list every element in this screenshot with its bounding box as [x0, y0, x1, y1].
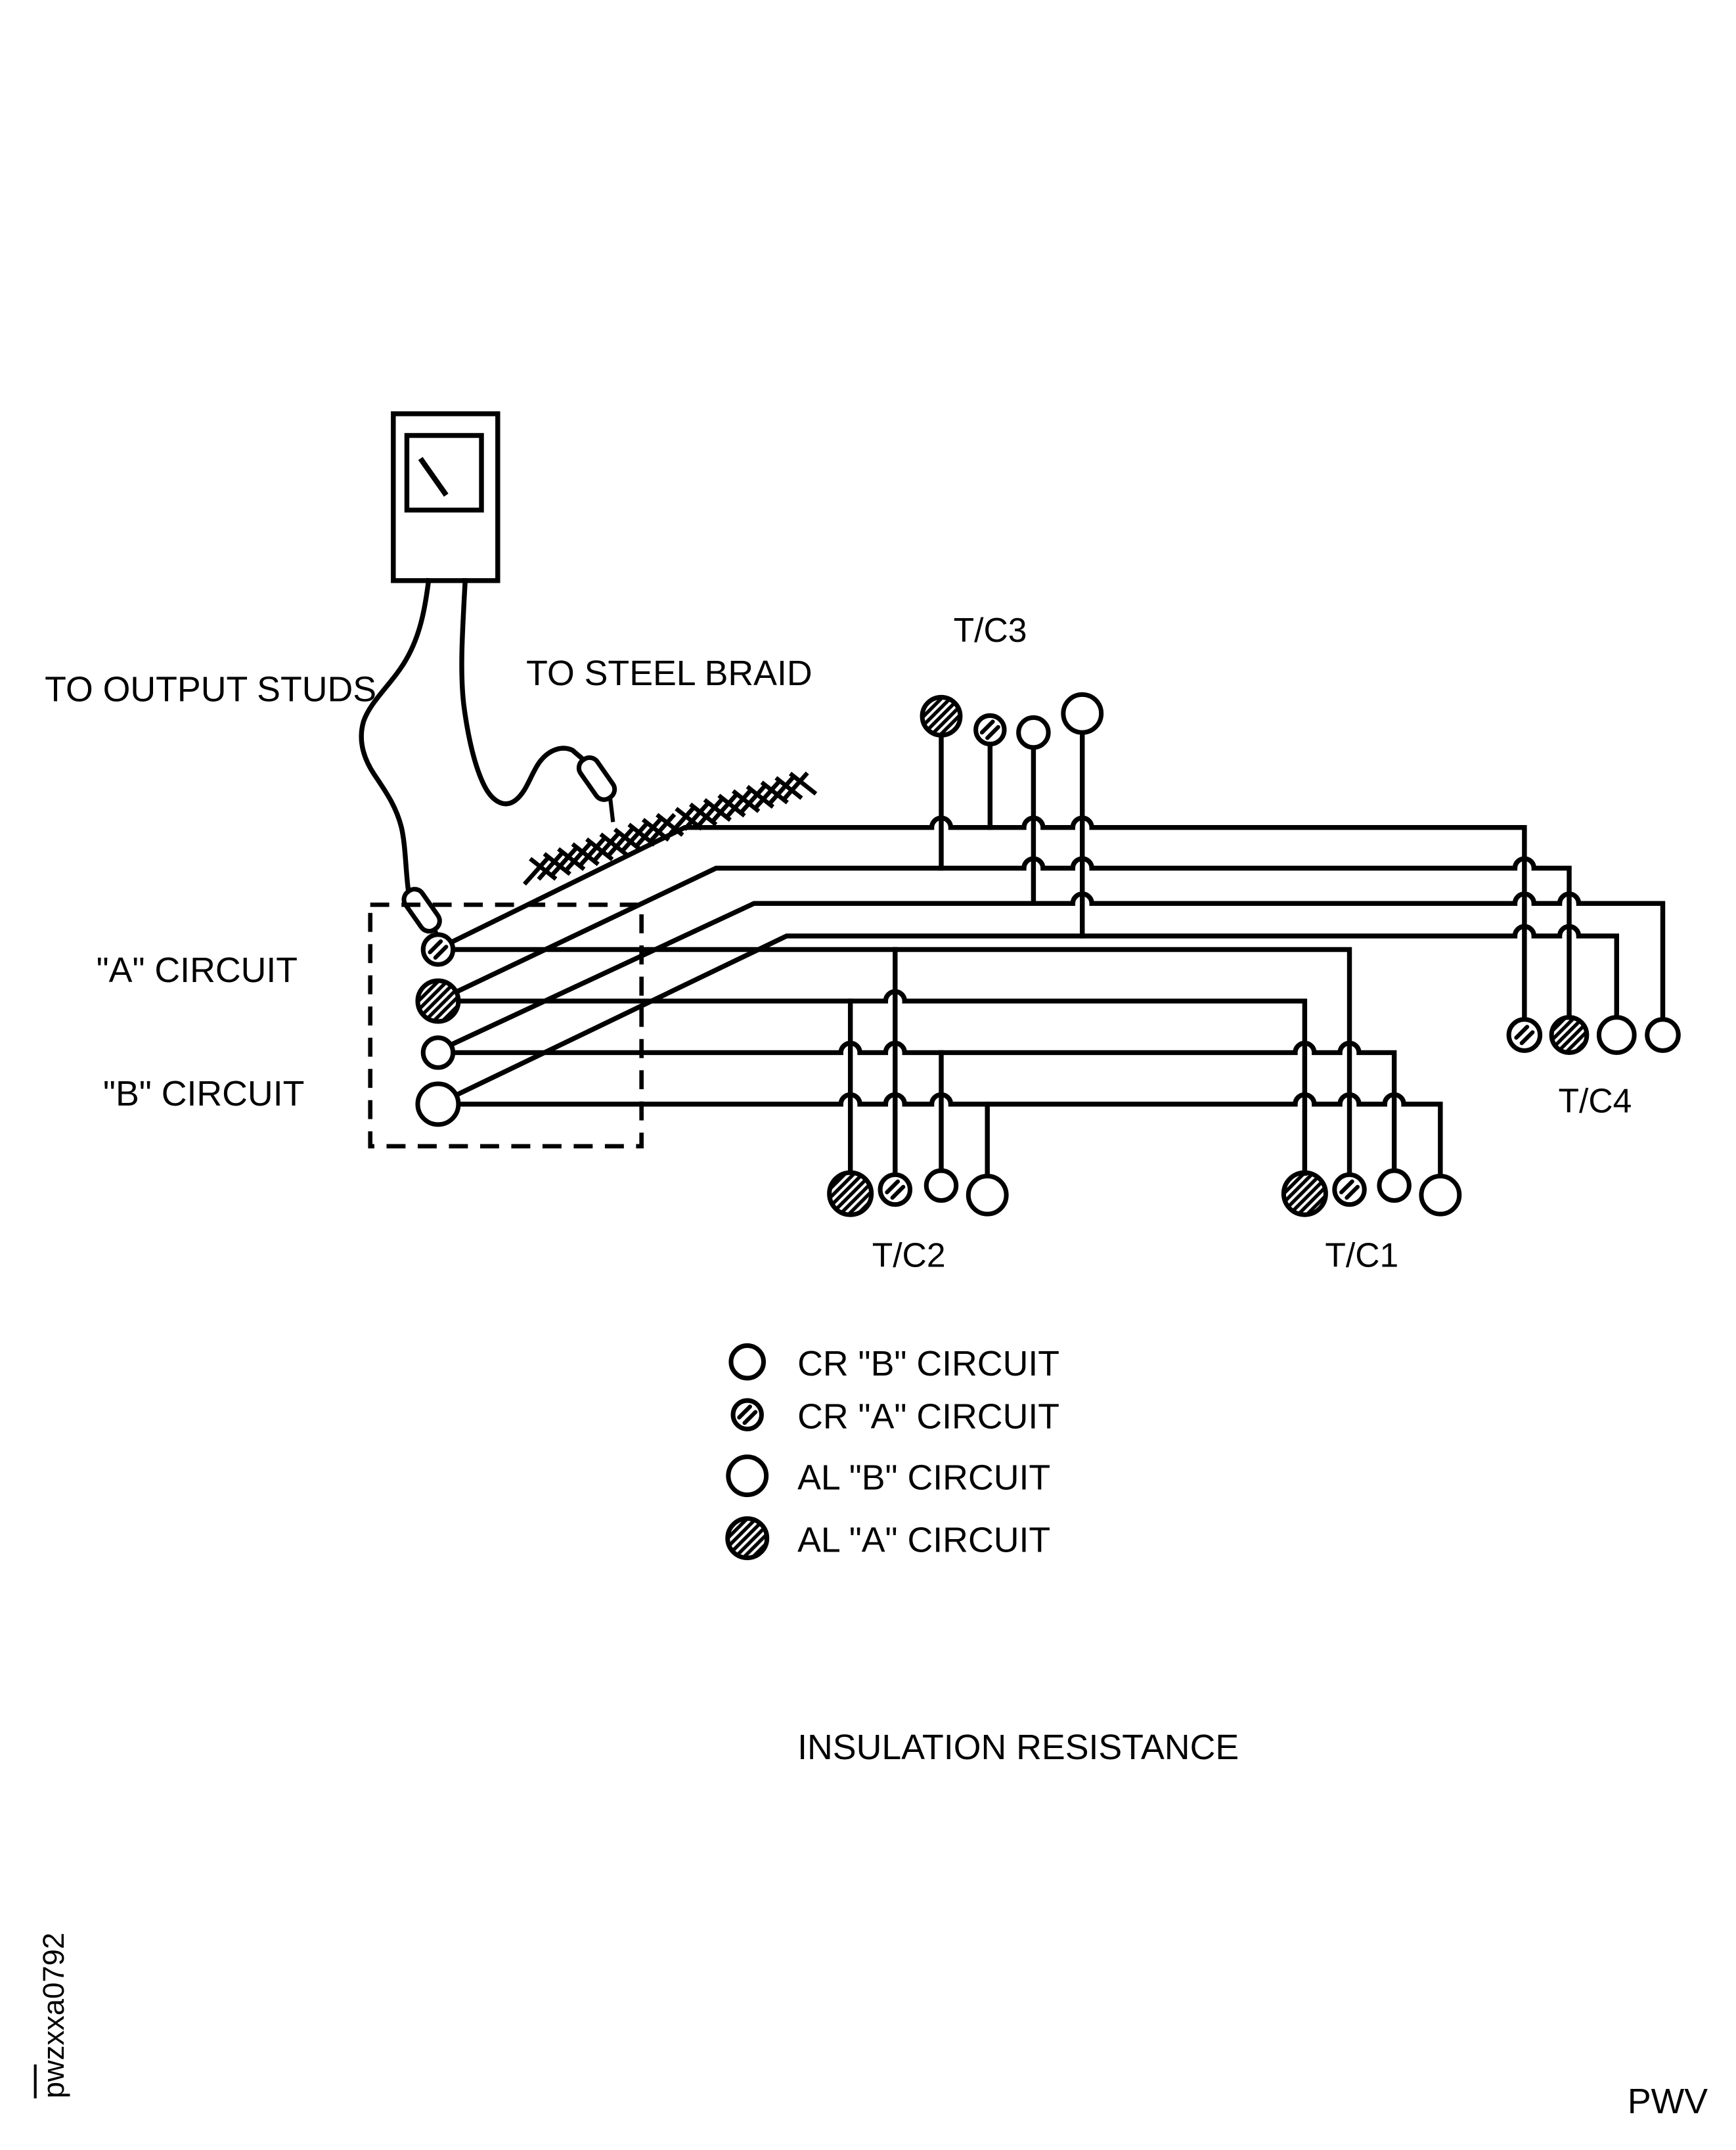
bus-upper-al-b — [453, 924, 1620, 1098]
label-b-circuit: "B" CIRCUIT — [103, 1074, 304, 1113]
label-to-steel-braid: TO STEEL BRAID — [526, 654, 812, 693]
bus-upper-cr-b — [448, 891, 1666, 1048]
box-terminal-cr-a — [420, 932, 456, 967]
tc3-terminal-cr-a — [973, 713, 1007, 747]
box-terminal-al-a — [415, 978, 461, 1024]
test-probe-left — [401, 887, 442, 934]
tc3-terminal-al-a — [920, 694, 963, 738]
label-tc1: T/C1 — [1325, 1236, 1398, 1274]
tc3-terminal-cr-b — [1016, 715, 1051, 750]
bus-lower-al-b — [456, 1092, 1443, 1179]
tc2-terminal-al-a — [827, 1170, 874, 1217]
tc4-terminal-cr-b — [1645, 1017, 1681, 1053]
tc4-terminal-al-b — [1596, 1015, 1637, 1055]
legend-symbol-al-b — [726, 1454, 769, 1498]
tc1-terminal-cr-a — [1332, 1172, 1367, 1207]
meter-lead-to-steel-braid — [459, 577, 586, 807]
tc1-terminal-cr-b — [1377, 1168, 1412, 1203]
box-terminal-cr-b — [420, 1035, 456, 1070]
megohmmeter — [391, 411, 501, 583]
bus-lower-cr-a — [450, 947, 1352, 1177]
legend-row-cr-b: CR "B" CIRCUIT — [728, 1343, 1059, 1383]
legend: CR "B" CIRCUIT CR "A" CIRCUIT AL "B" CIR… — [725, 1343, 1059, 1561]
output-studs-junction-box — [368, 903, 644, 1149]
test-probe-right — [576, 755, 617, 802]
legend-row-al-a: AL "A" CIRCUIT — [725, 1516, 1050, 1561]
meter-lead-to-output-studs — [359, 577, 432, 893]
legend-row-cr-a: CR "A" CIRCUIT — [730, 1397, 1059, 1436]
legend-label-al-b: AL "B" CIRCUIT — [797, 1458, 1050, 1497]
label-tc4: T/C4 — [1559, 1081, 1632, 1119]
legend-symbol-al-a — [725, 1516, 770, 1561]
legend-label-al-a: AL "A" CIRCUIT — [797, 1520, 1050, 1559]
label-to-output-studs: TO OUTPUT STUDS — [45, 670, 376, 709]
tc1-terminal-al-b — [1419, 1173, 1462, 1217]
tc2-terminal-al-b — [966, 1173, 1009, 1217]
legend-label-cr-b: CR "B" CIRCUIT — [797, 1344, 1059, 1383]
document-number: pwzxxa0792 — [33, 1933, 70, 2099]
tc2-terminal-cr-a — [878, 1172, 913, 1207]
steel-braid — [523, 771, 818, 886]
label-tc2: T/C2 — [872, 1236, 946, 1274]
tc4-terminal-al-a — [1549, 1015, 1590, 1055]
meter-body — [391, 411, 501, 583]
tc3-terminal-al-b — [1061, 692, 1104, 735]
bus-lower-cr-b — [450, 1041, 1397, 1173]
document-number-text: pwzxxa0792 — [37, 1933, 70, 2098]
legend-symbol-cr-b — [728, 1343, 767, 1381]
label-tc3: T/C3 — [954, 611, 1027, 649]
legend-label-cr-a: CR "A" CIRCUIT — [797, 1397, 1059, 1436]
legend-symbol-cr-a — [730, 1398, 764, 1431]
diagram-title: INSULATION RESISTANCE — [797, 1728, 1239, 1767]
label-a-circuit: "A" CIRCUIT — [97, 951, 298, 990]
box-terminal-al-b — [415, 1081, 461, 1127]
meter-needle-icon — [418, 457, 449, 497]
legend-row-al-b: AL "B" CIRCUIT — [726, 1454, 1050, 1498]
page-code: PWV — [1628, 2082, 1708, 2121]
probe-right-tip — [608, 798, 615, 822]
tc2-terminal-cr-b — [924, 1168, 959, 1203]
tc1-terminal-al-a — [1281, 1170, 1328, 1217]
tc4-terminal-cr-a — [1506, 1017, 1543, 1053]
meter-face — [404, 433, 484, 513]
